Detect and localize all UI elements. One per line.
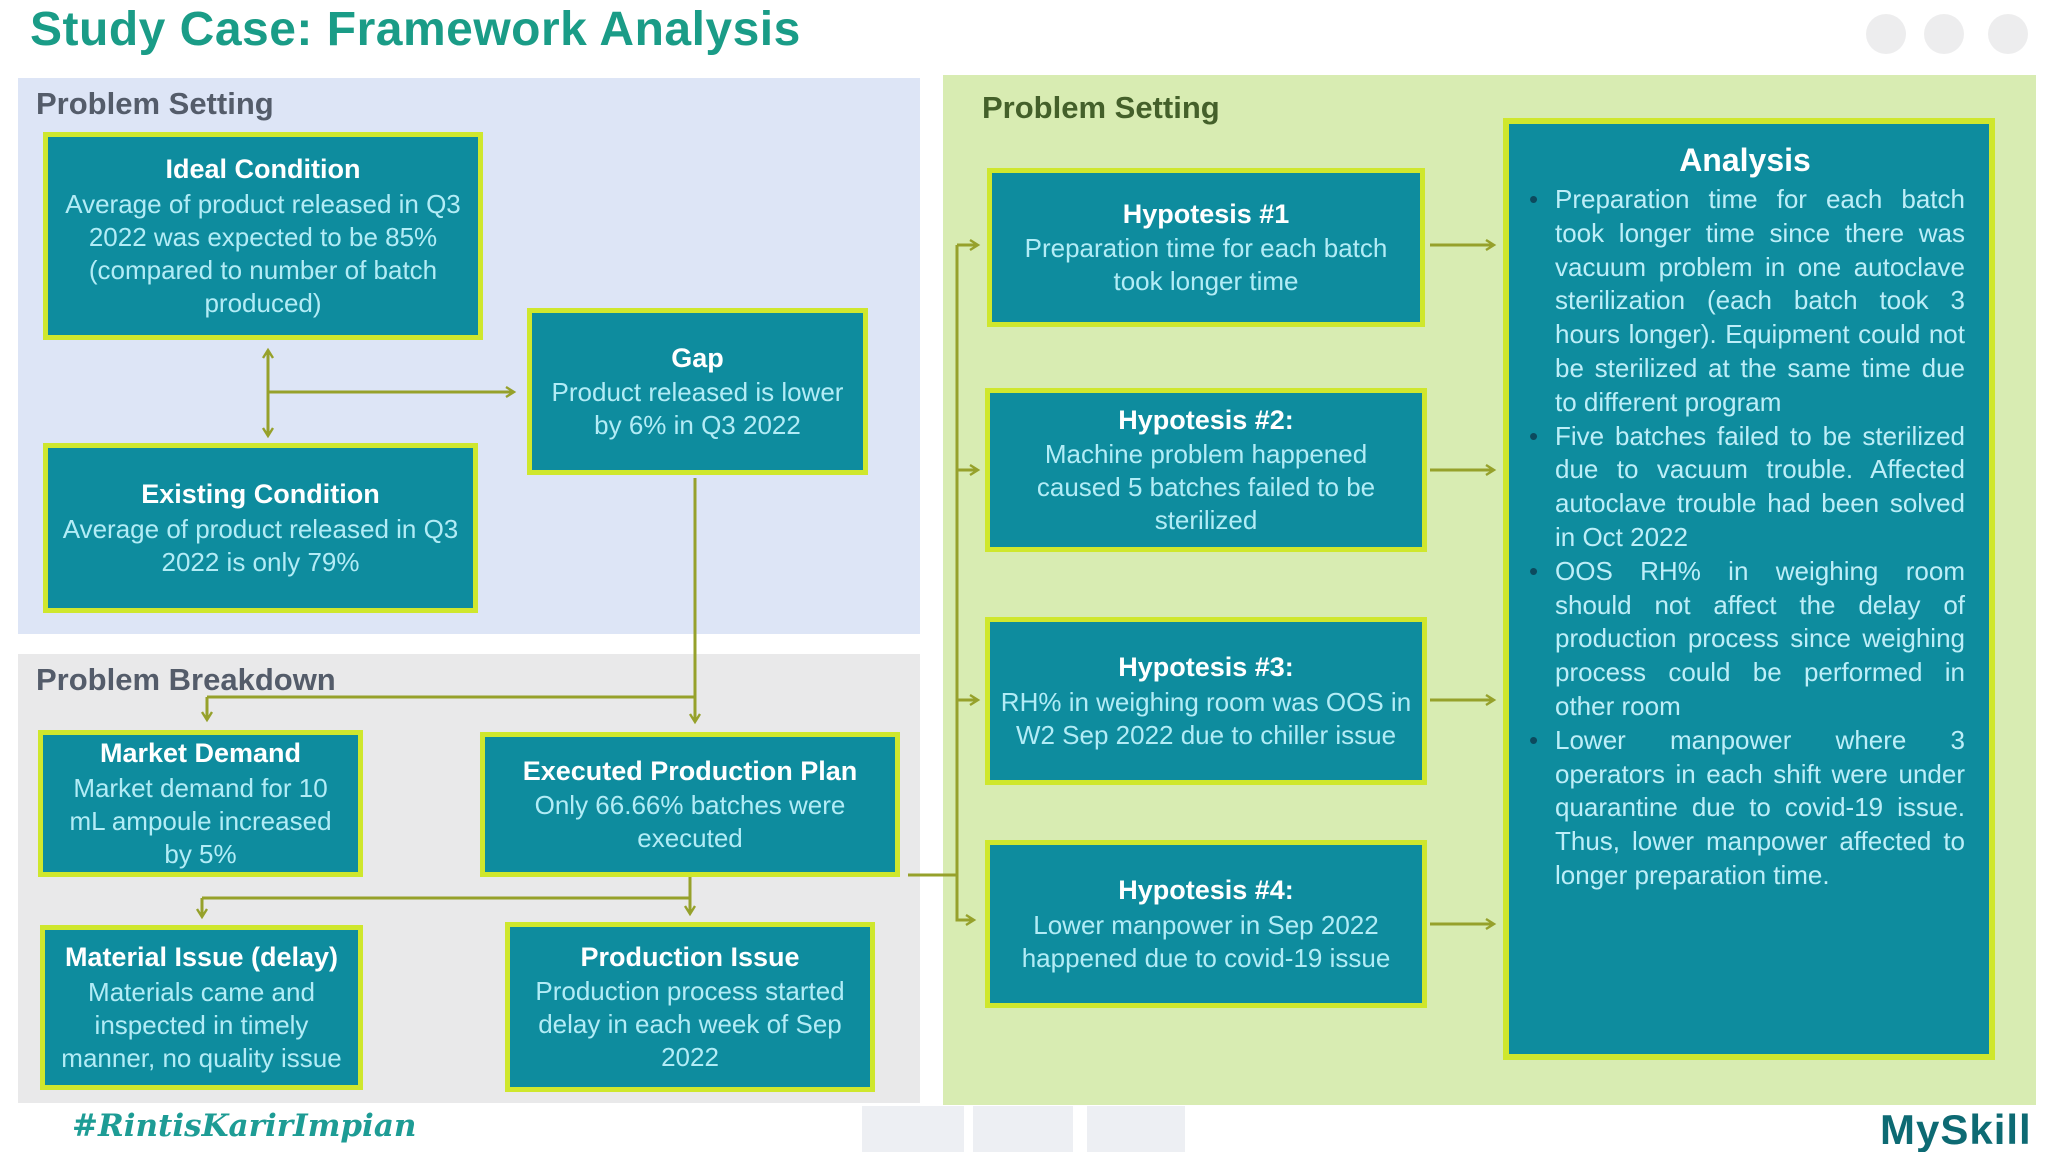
- box-executed-production-plan: Executed Production Plan Only 66.66% bat…: [480, 732, 900, 877]
- box-production-issue: Production Issue Production process star…: [505, 922, 875, 1092]
- box-analysis-title: Analysis: [1679, 142, 1811, 178]
- box-gap: Gap Product released is lower by 6% in Q…: [527, 308, 868, 475]
- box-ideal-condition-title: Ideal Condition: [165, 154, 361, 185]
- header-problem-setting-right: Problem Setting: [982, 90, 1220, 125]
- box-gap-title: Gap: [671, 342, 724, 373]
- box-material-issue-body: Materials came and inspected in timely m…: [61, 976, 342, 1073]
- box-hypothesis-2-body: Machine problem happened caused 5 batche…: [1036, 439, 1376, 536]
- box-hypothesis-4: Hypotesis #4: Lower manpower in Sep 2022…: [985, 840, 1427, 1008]
- box-hypothesis-4-body: Lower manpower in Sep 2022 happened due …: [1021, 909, 1391, 973]
- box-production-issue-title: Production Issue: [580, 941, 800, 972]
- header-problem-breakdown: Problem Breakdown: [36, 662, 336, 697]
- box-hypothesis-4-title: Hypotesis #4:: [1118, 875, 1294, 906]
- box-executed-production-plan-title: Executed Production Plan: [522, 755, 858, 786]
- window-dot-2: [1924, 14, 1964, 54]
- box-material-issue-title: Material Issue (delay): [64, 942, 339, 973]
- box-market-demand: Market Demand Market demand for 10 mL am…: [38, 730, 363, 877]
- window-dot-3: [1988, 14, 2028, 54]
- bottom-thumbnail-3: [1087, 1106, 1185, 1152]
- analysis-bullet-4: Lower manpower where 3 operators in each…: [1525, 724, 1965, 893]
- box-hypothesis-1: Hypotesis #1 Preparation time for each b…: [987, 168, 1425, 327]
- bottom-thumbnail-1: [862, 1106, 964, 1152]
- box-gap-body: Product released is lower by 6% in Q3 20…: [551, 377, 844, 441]
- box-analysis: Analysis Preparation time for each batch…: [1503, 118, 1995, 1060]
- box-ideal-condition-body: Average of product released in Q3 2022 w…: [65, 188, 461, 318]
- page-title: Study Case: Framework Analysis: [30, 3, 801, 56]
- box-hypothesis-1-title: Hypotesis #1: [1122, 198, 1290, 229]
- analysis-bullet-list: Preparation time for each batch took lon…: [1525, 183, 1965, 893]
- box-hypothesis-3-title: Hypotesis #3:: [1118, 652, 1294, 683]
- box-production-issue-body: Production process started delay in each…: [535, 976, 845, 1073]
- box-hypothesis-3: Hypotesis #3: RH% in weighing room was O…: [985, 617, 1427, 785]
- brand-logo: MySkill: [1880, 1106, 2032, 1152]
- box-ideal-condition: Ideal Condition Average of product relea…: [43, 132, 483, 340]
- window-dot-1: [1866, 14, 1906, 54]
- hashtag-text: #RintisKarirImpian: [72, 1108, 417, 1144]
- analysis-bullet-3: OOS RH% in weighing room should not affe…: [1525, 555, 1965, 724]
- bottom-thumbnail-2: [973, 1106, 1073, 1152]
- box-existing-condition: Existing Condition Average of product re…: [43, 443, 478, 613]
- box-hypothesis-2-title: Hypotesis #2:: [1118, 404, 1294, 435]
- analysis-bullet-2: Five batches failed to be sterilized due…: [1525, 420, 1965, 555]
- box-market-demand-body: Market demand for 10 mL ampoule increase…: [69, 772, 332, 869]
- box-market-demand-title: Market Demand: [99, 738, 302, 769]
- box-material-issue: Material Issue (delay) Materials came an…: [40, 925, 363, 1090]
- box-hypothesis-1-body: Preparation time for each batch took lon…: [1024, 233, 1388, 297]
- box-existing-condition-body: Average of product released in Q3 2022 i…: [62, 513, 459, 577]
- box-hypothesis-3-body: RH% in weighing room was OOS in W2 Sep 2…: [1000, 686, 1412, 750]
- box-existing-condition-title: Existing Condition: [141, 479, 380, 510]
- header-problem-setting-left: Problem Setting: [36, 86, 274, 121]
- analysis-bullet-1: Preparation time for each batch took lon…: [1525, 183, 1965, 420]
- box-executed-production-plan-body: Only 66.66% batches were executed: [534, 790, 846, 854]
- box-hypothesis-2: Hypotesis #2: Machine problem happened c…: [985, 388, 1427, 552]
